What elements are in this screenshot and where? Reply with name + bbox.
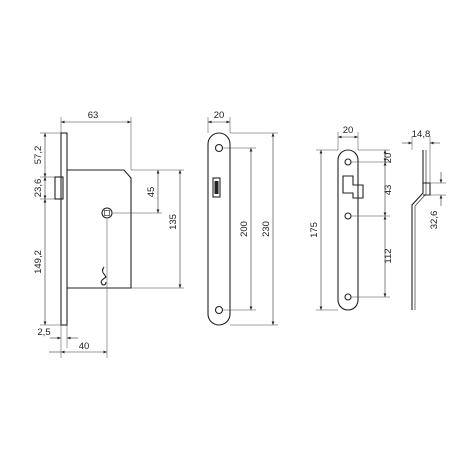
dim-23-6-label: 23,6: [33, 179, 44, 198]
strike-profile-line: [411, 150, 424, 310]
keyhole-icon: [100, 266, 107, 286]
strike-profile-lip: [423, 182, 431, 196]
faceplate-view: [207, 132, 231, 326]
spindle-square: [104, 210, 110, 216]
strike-profile-dimensions: 14,8 32,6: [402, 129, 446, 229]
dim-135-label: 135: [168, 214, 179, 230]
strike-profile-inner: [414, 150, 427, 310]
strike-screw-top: [344, 158, 352, 166]
faceplate-outline: [207, 132, 231, 326]
dim-230-label: 230: [261, 221, 272, 237]
dim-32-6-label: 32,6: [429, 211, 440, 230]
faceplate-screw-bottom: [214, 305, 224, 315]
dim-2-5-label: 2,5: [37, 327, 50, 338]
faceplate-screw-top: [214, 143, 224, 153]
strike-plate-view: [337, 149, 364, 311]
dim-strike-top-20-label: 20: [383, 153, 394, 164]
dim-175-label: 175: [309, 222, 320, 238]
follower-hole: [101, 207, 113, 219]
faceplate-latch-fill: [214, 181, 219, 194]
lock-body-dimensions: 63 57,2 23,6 149,2 2,5 40 45: [33, 110, 184, 358]
dim-40-label: 40: [79, 341, 90, 352]
dim-43-label: 43: [383, 185, 394, 196]
dim-faceplate-20-label: 20: [214, 110, 225, 121]
strike-screw-mid: [344, 212, 352, 220]
lock-body: [54, 132, 132, 326]
strike-profile-view: [411, 150, 431, 310]
dim-200-label: 200: [239, 221, 250, 237]
strike-latch-opening: [342, 175, 364, 199]
dim-63-label: 63: [88, 110, 99, 121]
lock-faceplate: [60, 132, 68, 326]
dim-149-2-label: 149,2: [33, 250, 44, 274]
lock-case: [67, 169, 132, 289]
dim-14-8-label: 14,8: [412, 129, 431, 140]
dim-57-2-label: 57,2: [33, 146, 44, 165]
faceplate-latch-opening: [212, 177, 221, 198]
dim-112-label: 112: [383, 248, 394, 263]
strike-plate-dimensions: 20 175 20 43 112: [309, 125, 394, 311]
dim-45-label: 45: [146, 187, 157, 198]
latch-bolt: [54, 176, 64, 200]
faceplate-dimensions: 20 200 230: [207, 110, 278, 326]
strike-plate-outline: [337, 149, 359, 311]
strike-screw-bottom: [344, 293, 352, 301]
dim-strike-20-label: 20: [343, 125, 354, 136]
